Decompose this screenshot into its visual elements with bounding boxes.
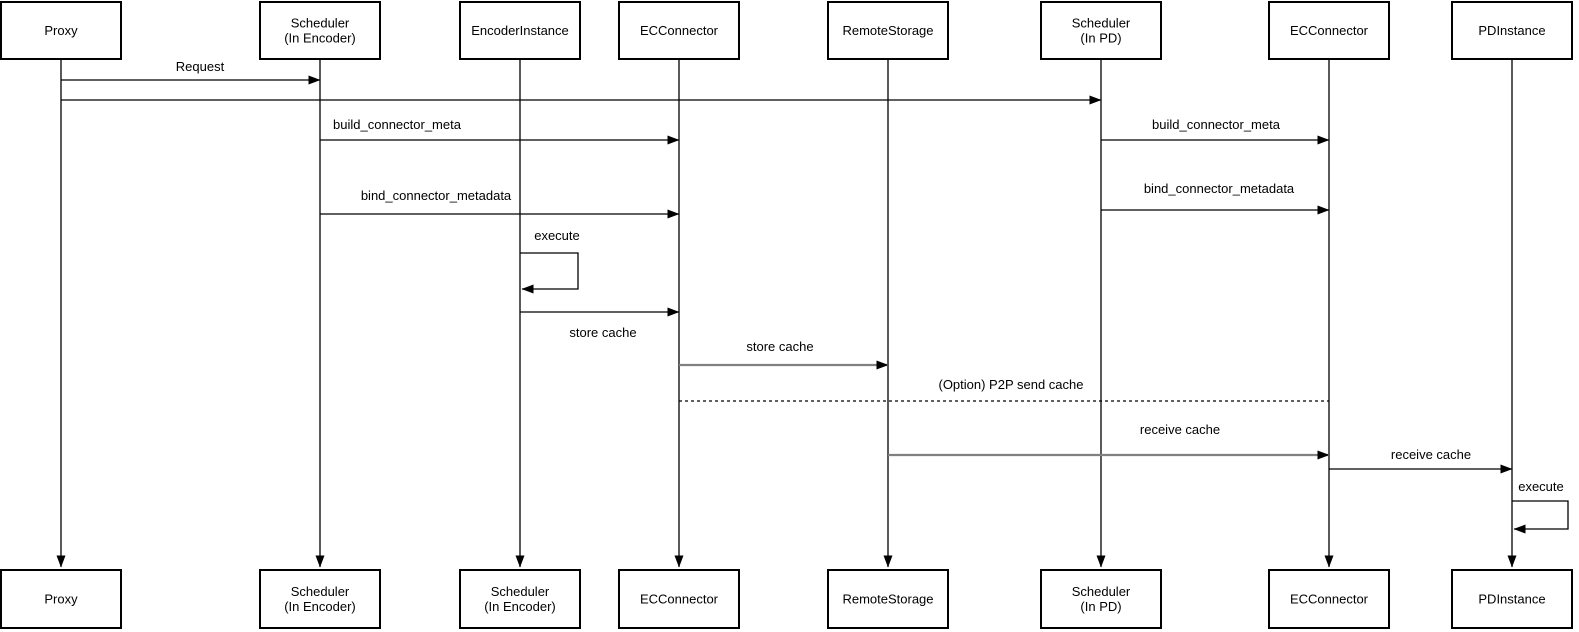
participant-bottom-label-proxy: Proxy xyxy=(44,592,78,607)
message-label-3: build_connector_meta xyxy=(1152,117,1281,132)
participant-top-box-scheduler-in-encoder xyxy=(259,1,381,60)
participant-top-box-proxy xyxy=(0,1,122,60)
participant-top-box-scheduler-in-pd xyxy=(1040,1,1162,60)
participant-top-label-pd-instance: PDInstance xyxy=(1478,23,1545,38)
message-8: store cache xyxy=(679,339,889,370)
participant-bottom-label-ec-connector-encoder: ECConnector xyxy=(640,592,719,607)
message-label-9: (Option) P2P send cache xyxy=(938,377,1083,392)
participant-bottom-box-ec-connector-encoder xyxy=(618,569,740,629)
message-label-11: receive cache xyxy=(1391,447,1471,462)
participant-bottom-label-remote-storage: RemoteStorage xyxy=(842,592,933,607)
participant-top-label-remote-storage: RemoteStorage xyxy=(842,23,933,38)
message-0: Request xyxy=(61,59,321,85)
message-label-7: store cache xyxy=(569,325,636,340)
participant-top-label-ec-connector-encoder: ECConnector xyxy=(640,23,719,38)
message-12: execute xyxy=(1512,479,1569,534)
participant-bottom-box-pd-instance xyxy=(1451,569,1573,629)
message-label-6: execute xyxy=(534,228,580,243)
participant-bottom-label-scheduler-in-pd: Scheduler(In PD) xyxy=(1072,584,1131,614)
participant-bottom-box-ec-connector-pd xyxy=(1268,569,1390,629)
participant-scheduler-in-pd: Scheduler(In PD) Scheduler(In PD) xyxy=(1040,1,1162,629)
message-label-2: build_connector_meta xyxy=(333,117,462,132)
message-6: execute xyxy=(520,228,580,294)
message-2: build_connector_meta xyxy=(320,117,680,145)
message-label-0: Request xyxy=(176,59,225,74)
participant-top-box-ec-connector-encoder xyxy=(618,1,740,60)
message-11: receive cache xyxy=(1329,447,1513,474)
participant-top-label-ec-connector-pd: ECConnector xyxy=(1290,23,1369,38)
message-3: build_connector_meta xyxy=(1101,117,1330,145)
participant-scheduler-in-encoder: Scheduler(In Encoder) Scheduler(In Encode… xyxy=(259,1,381,629)
participant-bottom-box-scheduler-in-encoder xyxy=(259,569,381,629)
message-10: receive cache xyxy=(888,422,1330,460)
participant-top-box-remote-storage xyxy=(827,1,949,60)
participant-bottom-box-proxy xyxy=(0,569,122,629)
message-label-5: bind_connector_metadata xyxy=(1144,181,1295,196)
participant-bottom-label-pd-instance: PDInstance xyxy=(1478,592,1545,607)
participant-bottom-label-scheduler-in-encoder: Scheduler(In Encoder) xyxy=(284,584,356,614)
message-self-arrow-6 xyxy=(520,252,579,294)
participant-top-box-ec-connector-pd xyxy=(1268,1,1390,60)
message-7: store cache xyxy=(520,307,680,340)
participant-top-label-scheduler-in-encoder: Scheduler(In Encoder) xyxy=(284,16,356,46)
participant-bottom-box-remote-storage xyxy=(827,569,949,629)
message-5: bind_connector_metadata xyxy=(1101,181,1330,215)
message-label-4: bind_connector_metadata xyxy=(361,188,512,203)
participant-top-box-encoder-instance xyxy=(459,1,581,60)
message-label-12: execute xyxy=(1518,479,1564,494)
participant-top-label-encoder-instance: EncoderInstance xyxy=(471,23,569,38)
message-label-8: store cache xyxy=(746,339,813,354)
participant-bottom-box-scheduler-in-pd xyxy=(1040,569,1162,629)
participant-bottom-box-encoder-instance xyxy=(459,569,581,629)
participant-top-box-pd-instance xyxy=(1451,1,1573,60)
message-label-10: receive cache xyxy=(1140,422,1220,437)
participant-top-label-proxy: Proxy xyxy=(44,23,78,38)
message-self-arrow-12 xyxy=(1512,500,1569,534)
message-4: bind_connector_metadata xyxy=(320,188,680,219)
participant-bottom-label-ec-connector-pd: ECConnector xyxy=(1290,592,1369,607)
participant-bottom-label-encoder-instance: Scheduler(In Encoder) xyxy=(484,584,556,614)
message-9: (Option) P2P send cache xyxy=(679,377,1329,402)
participant-top-label-scheduler-in-pd: Scheduler(In PD) xyxy=(1072,16,1131,46)
